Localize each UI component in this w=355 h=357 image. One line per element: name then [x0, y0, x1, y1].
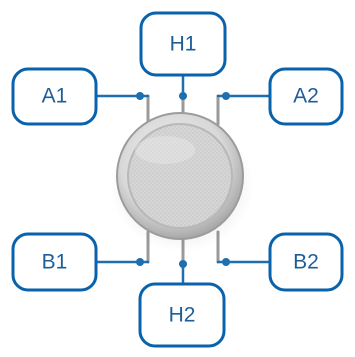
- label-b1-text: B1: [42, 251, 68, 274]
- label-a1: A1: [11, 67, 98, 126]
- dot-a1: [136, 92, 144, 100]
- dot-b1: [136, 258, 144, 266]
- sensor-mesh: [127, 123, 233, 229]
- label-h2-text: H2: [169, 304, 196, 327]
- label-a1-text: A1: [42, 85, 68, 108]
- label-h2: H2: [138, 282, 226, 348]
- connection-dots: [136, 92, 230, 268]
- dot-b2: [222, 258, 230, 266]
- dot-a2: [222, 92, 230, 100]
- label-b2-text: B2: [293, 251, 319, 274]
- gas-sensor-body: [110, 112, 254, 252]
- label-h1-text: H1: [170, 33, 197, 56]
- label-b1: B1: [11, 232, 98, 292]
- dot-h1: [179, 92, 187, 100]
- label-h1: H1: [139, 11, 227, 77]
- label-a2-text: A2: [293, 85, 319, 108]
- dot-h2: [179, 260, 187, 268]
- label-a2: A2: [268, 67, 344, 126]
- label-b2: B2: [268, 232, 344, 292]
